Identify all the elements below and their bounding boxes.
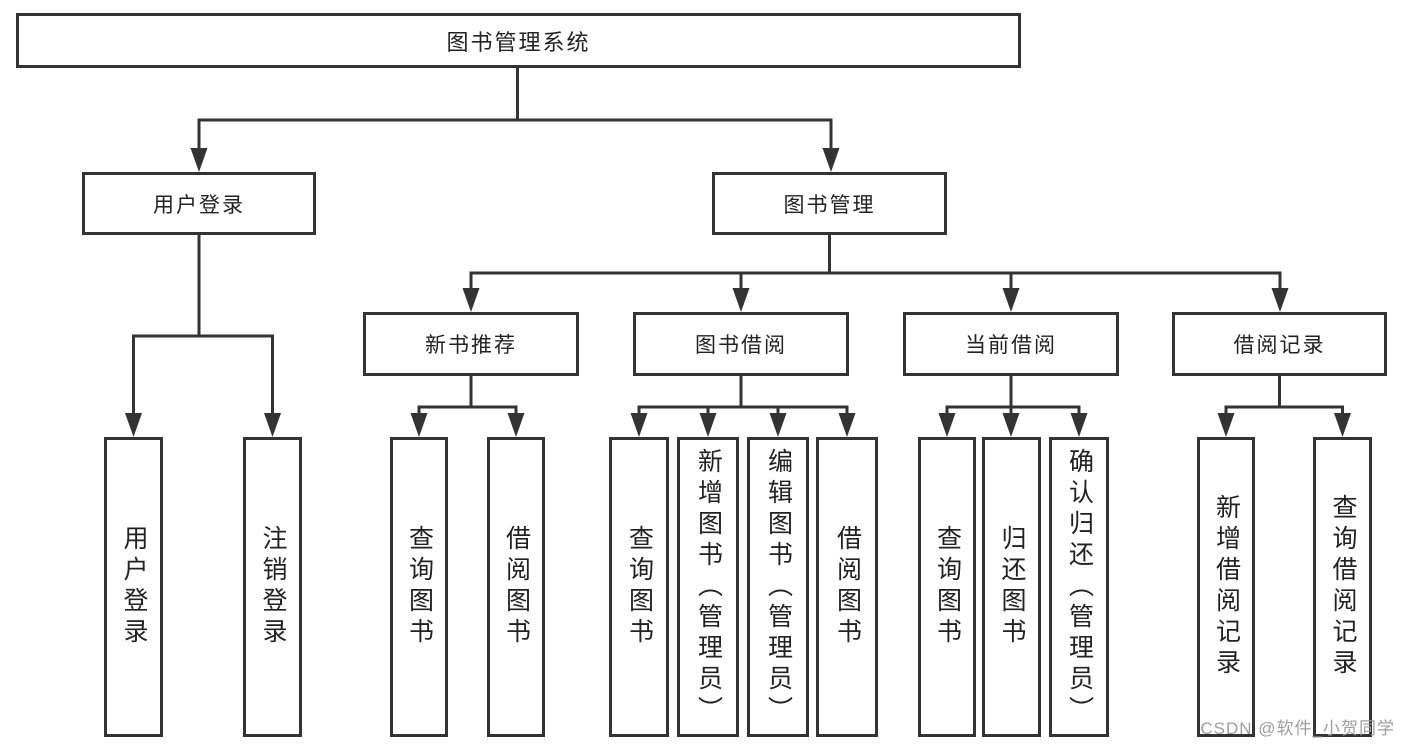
connector-new-book-to-leaves [410,376,525,437]
leaf-current-query-book: 查询图书 [918,437,976,737]
leaf-add-book-admin: 新增图书（管理员） [677,437,739,737]
leaf-return-book: 归还图书 [982,437,1041,737]
csdn-watermark: CSDN @软件_小贺同学 [1200,719,1395,738]
connector-current-borrow-to-leaves [938,376,1088,437]
leaf-edit-book-admin: 编辑图书（管理员） [747,437,809,737]
connector-book-borrow-to-leaves [630,376,856,437]
leaf-confirm-return-admin: 确认归还（管理员） [1049,437,1109,737]
node-root-system: 图书管理系统 [16,13,1021,68]
connector-user-login-to-leaves [125,235,281,437]
node-current-borrow: 当前借阅 [903,312,1119,376]
connector-borrow-record-to-leaves [1217,376,1351,437]
node-borrow-record: 借阅记录 [1172,312,1387,376]
connector-root-to-level2 [190,68,840,172]
leaf-logout: 注销登录 [243,437,302,737]
leaf-borrow-book: 借阅图书 [816,437,878,737]
leaf-user-login: 用户登录 [104,437,163,737]
leaf-newbook-query-book: 查询图书 [390,437,448,737]
node-new-book-recommend: 新书推荐 [363,312,579,376]
leaf-query-borrow-record: 查询借阅记录 [1313,437,1372,737]
leaf-add-borrow-record: 新增借阅记录 [1197,437,1255,737]
node-book-management: 图书管理 [712,172,947,235]
leaf-newbook-borrow-book: 借阅图书 [487,437,545,737]
connector-book-mgmt-to-level3 [462,235,1289,312]
leaf-borrow-query-book: 查询图书 [609,437,669,737]
node-user-login: 用户登录 [82,172,316,235]
node-book-borrow: 图书借阅 [633,312,849,376]
